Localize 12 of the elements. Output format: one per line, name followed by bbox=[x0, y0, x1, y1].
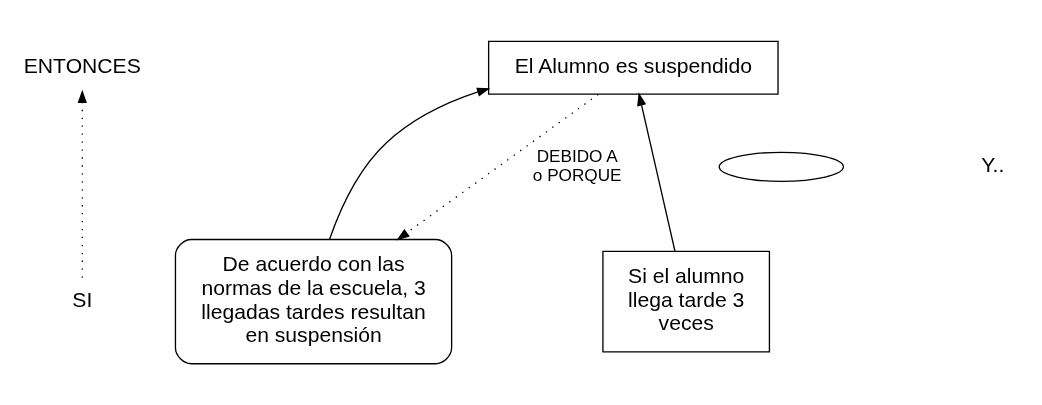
node-box: El Alumno es suspendido bbox=[487, 40, 779, 95]
arrow bbox=[77, 89, 87, 279]
arrow bbox=[328, 87, 491, 241]
arrow bbox=[637, 92, 676, 252]
label: Y.. bbox=[981, 152, 1005, 176]
node-text: ENTONCES bbox=[23, 53, 141, 77]
node-ellipse bbox=[718, 151, 845, 182]
node-text: SI bbox=[72, 287, 93, 311]
arrow bbox=[396, 93, 599, 241]
edge-label: DEBIDO A o PORQUE bbox=[532, 146, 622, 185]
node-box: De acuerdo con las normas de la escuela, 3 llegadas tardes resultan en suspensión bbox=[174, 238, 453, 365]
node-box: Si el alumno llega tarde 3 veces bbox=[602, 250, 771, 353]
